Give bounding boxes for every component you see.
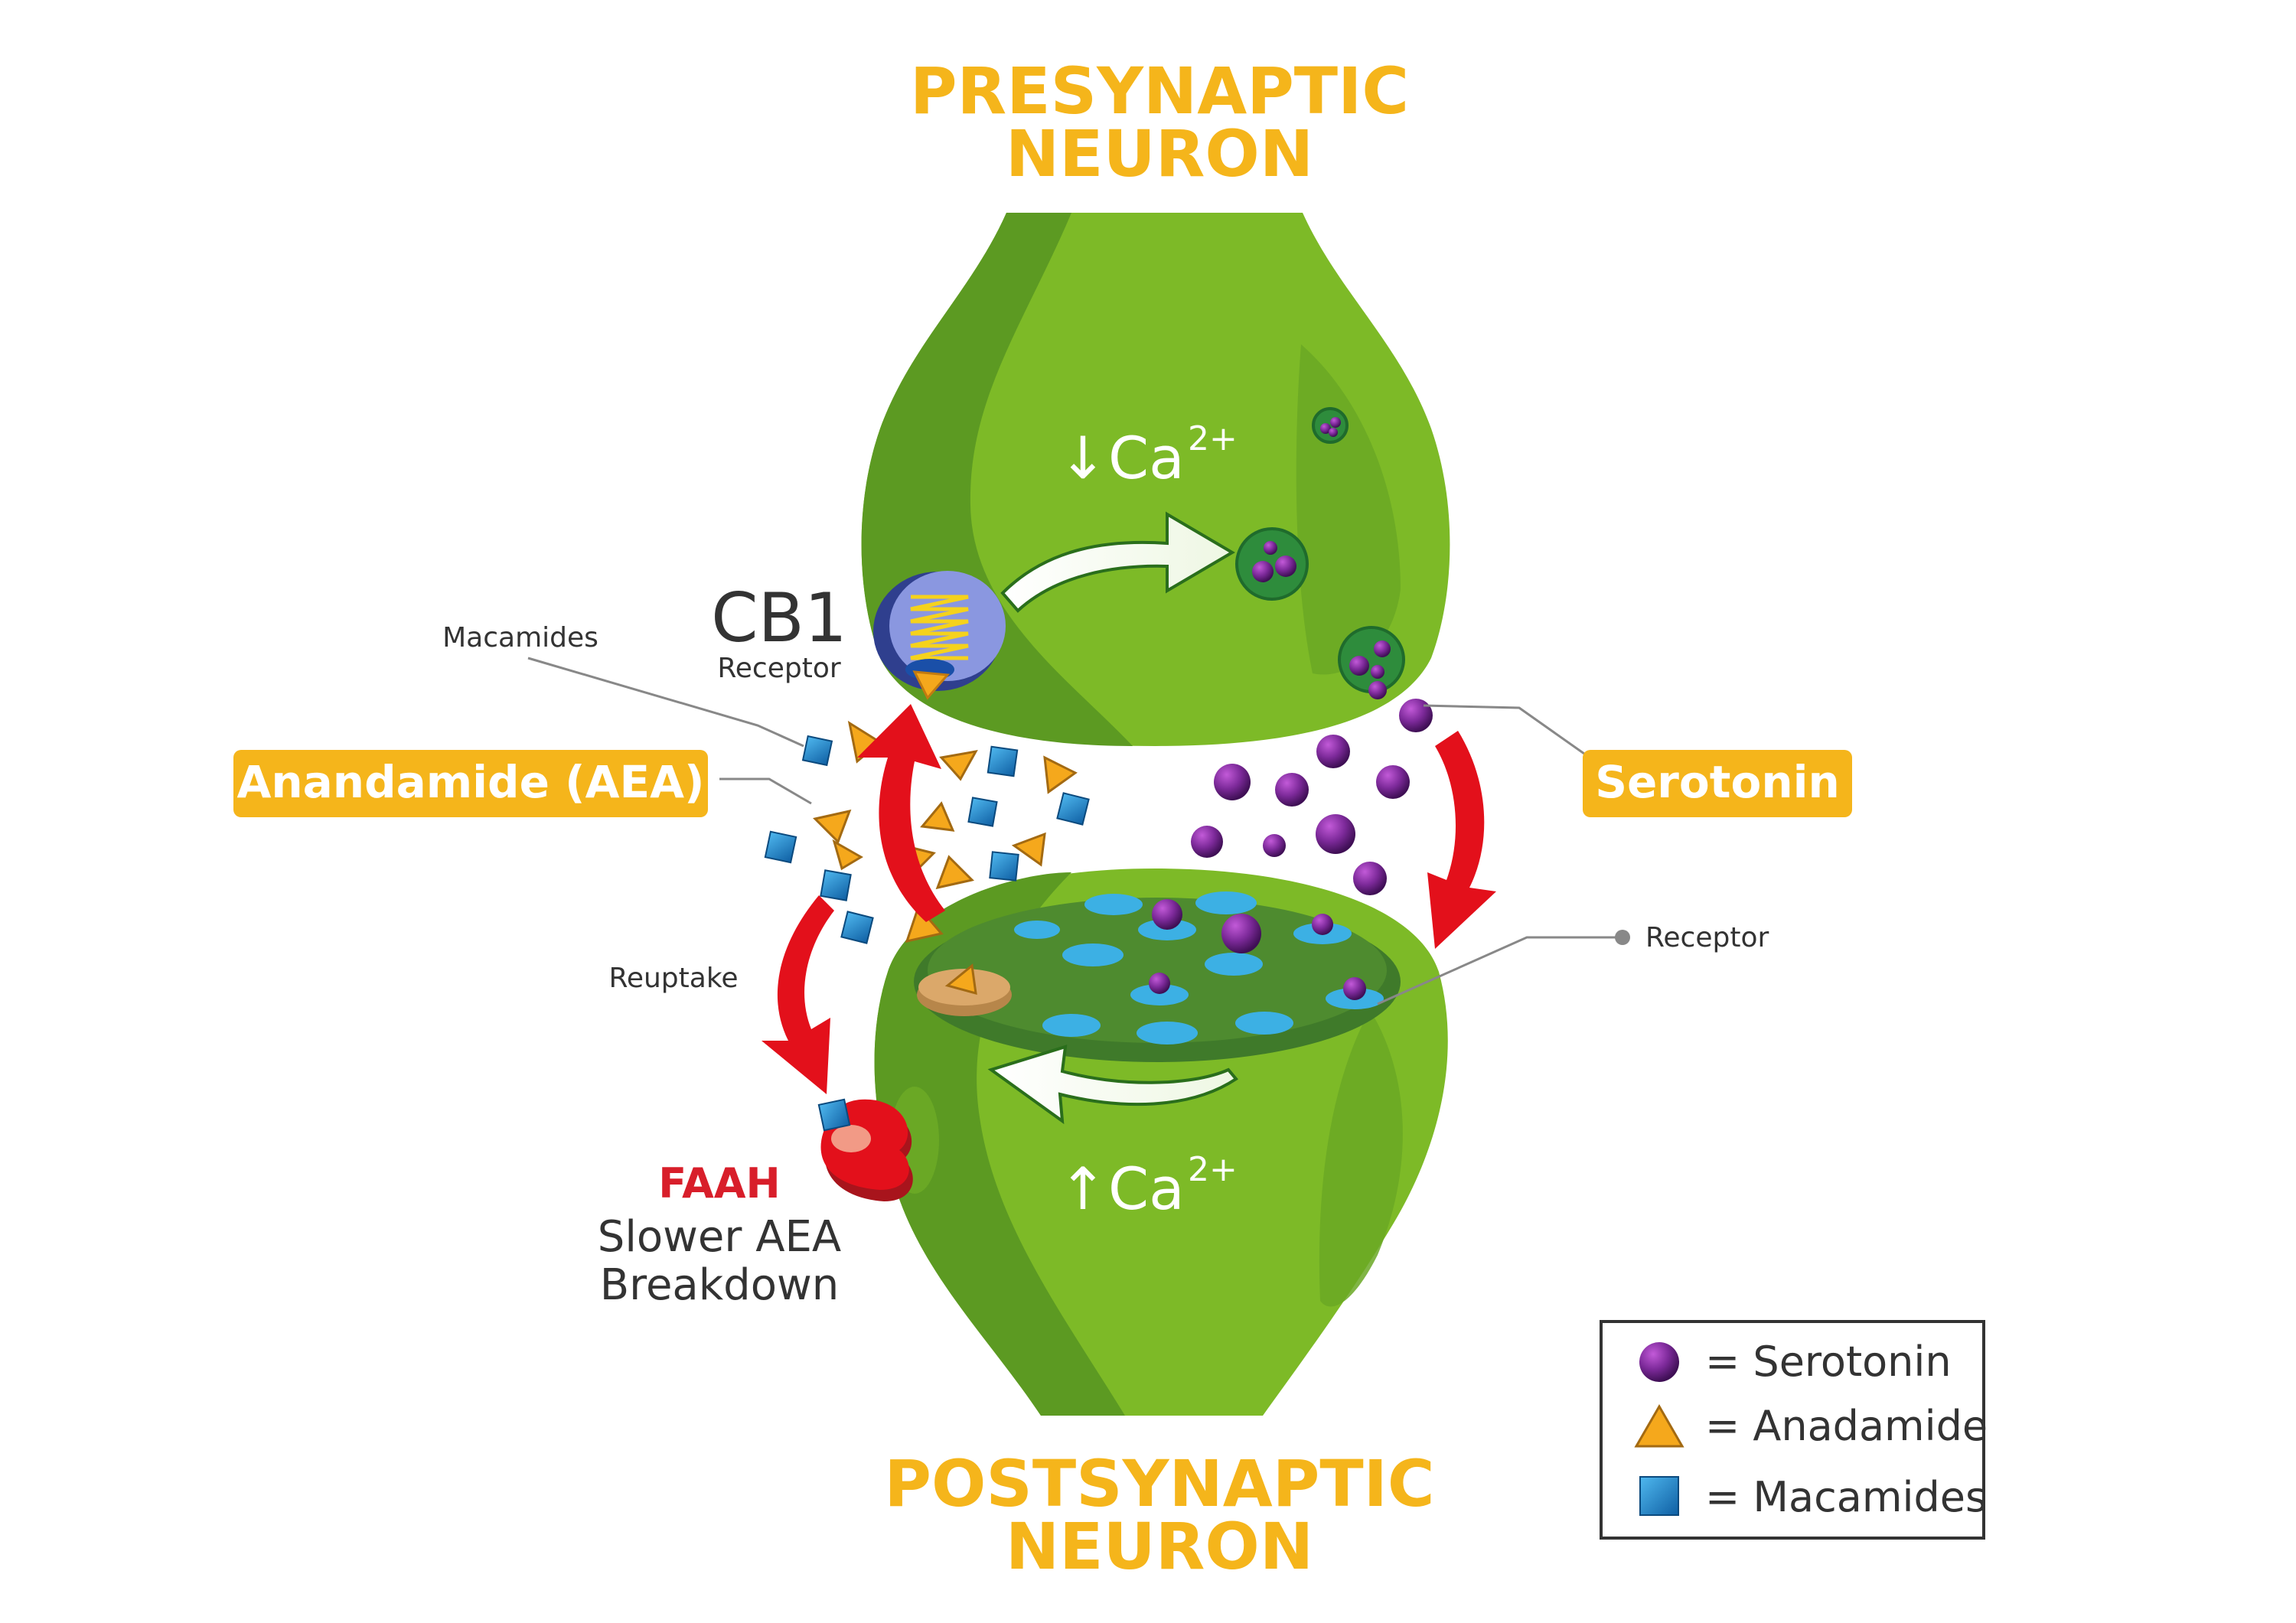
calcium-charge-postsynaptic: 2+ xyxy=(1188,1150,1238,1189)
legend-macamides-label: = Macamides xyxy=(1705,1473,1987,1521)
calcium-charge-presynaptic: 2+ xyxy=(1188,419,1238,458)
postsynaptic-title-line1: POSTSYNAPTIC xyxy=(884,1446,1434,1521)
anandamide-pill: Anandamide (AEA) xyxy=(233,750,708,817)
serotonin-pill-text: Serotonin xyxy=(1595,756,1840,808)
white-arrow-presynaptic xyxy=(1000,511,1235,613)
anandamide-molecules xyxy=(813,720,1078,943)
postsynaptic-receptors xyxy=(1014,891,1384,1045)
calcium-label-postsynaptic: Ca xyxy=(1108,1155,1185,1223)
white-arrow-postsynaptic xyxy=(987,1045,1238,1125)
reuptake-transporter xyxy=(917,963,1012,1016)
faah-description-line1: Slower AEA xyxy=(598,1212,841,1262)
reuptake-label: Reuptake xyxy=(608,963,738,994)
presynaptic-title-line1: PRESYNAPTIC xyxy=(910,54,1409,129)
legend: = Serotonin = Anadamide = Macamides xyxy=(1600,1320,1988,1540)
faah-description-line2: Breakdown xyxy=(600,1260,840,1310)
macamide-molecules xyxy=(764,735,1090,944)
red-arrow-reuptake xyxy=(762,895,834,1094)
legend-serotonin-label: = Serotonin xyxy=(1705,1338,1952,1386)
cb1-sub-label: Receptor xyxy=(717,653,840,684)
calcium-decrease-arrow: ↓ xyxy=(1058,424,1107,492)
synaptic-vesicles xyxy=(1235,407,1405,693)
serotonin-sphere-icon xyxy=(1639,1342,1679,1382)
calcium-label-presynaptic: Ca xyxy=(1108,424,1185,492)
legend-anandamide-label: = Anadamide xyxy=(1705,1402,1988,1450)
receptor-label: Receptor xyxy=(1645,922,1769,953)
faah-label: FAAH xyxy=(658,1159,780,1207)
faah-enzyme xyxy=(817,1098,913,1201)
postsynaptic-neuron xyxy=(874,869,1448,1416)
postsynaptic-title-line2: NEURON xyxy=(1006,1509,1313,1584)
serotonin-pill: Serotonin xyxy=(1583,750,1852,817)
red-arrow-serotonin-release xyxy=(1427,731,1496,949)
red-arrow-retrograde xyxy=(857,704,945,922)
presynaptic-title-line2: NEURON xyxy=(1006,116,1313,191)
macamides-label: Macamides xyxy=(442,622,598,653)
receptor-leader-dot xyxy=(1615,930,1630,945)
macamide-square-icon xyxy=(1639,1476,1679,1516)
cb1-label: CB1 xyxy=(711,578,847,657)
leader-lines xyxy=(527,657,1623,1005)
calcium-increase-arrow: ↑ xyxy=(1058,1155,1107,1223)
cb1-receptor xyxy=(873,571,1006,700)
serotonin-molecules xyxy=(1191,681,1433,895)
anandamide-pill-text: Anandamide (AEA) xyxy=(236,756,704,808)
anandamide-triangle-icon xyxy=(1634,1403,1684,1448)
